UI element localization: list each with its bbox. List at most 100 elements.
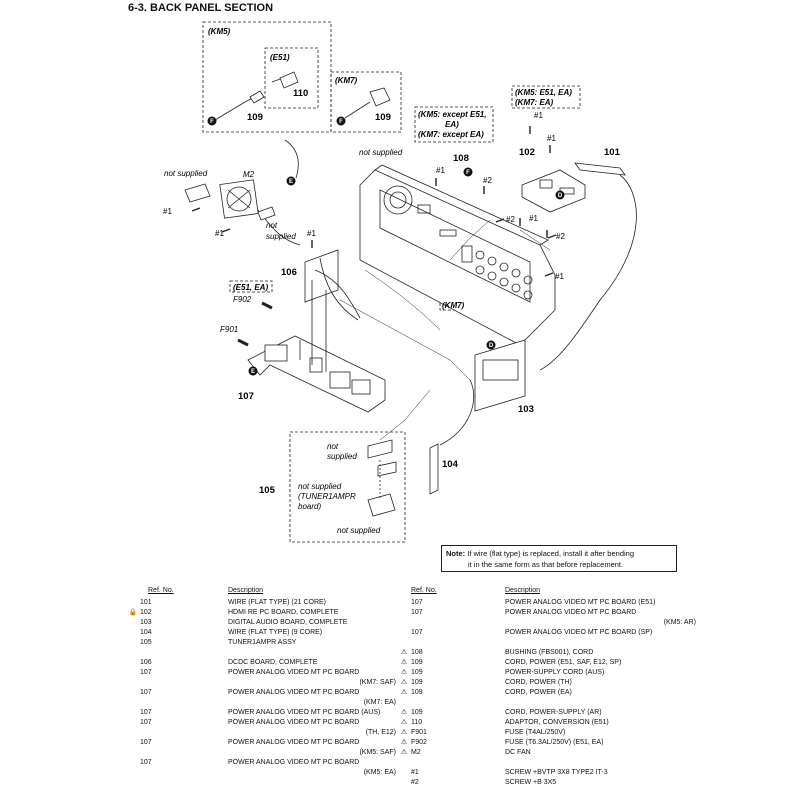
part-description-suffix: (KM5: SAF) [359, 749, 396, 756]
callout-106: 106 [281, 267, 297, 278]
label-m2: M2 [243, 170, 255, 179]
marker-f: F [210, 119, 214, 125]
board-103 [474, 339, 526, 412]
part-description: WIRE (FLAT TYPE) (9 CORE) [228, 629, 323, 636]
part-description: FUSE (T6.3AL/250V) (E51, EA) [505, 739, 604, 746]
part-description: SCREW +B 3X5 [505, 779, 557, 786]
part-description: DC FAN [505, 749, 531, 756]
part-description: POWER ANALOG VIDEO MT PC BOARD (SP) [505, 629, 653, 636]
callout-110: 110 [293, 88, 308, 99]
part-ref: 107 [411, 599, 423, 606]
warning-icon: ⚠ [400, 709, 408, 716]
marker-f: F [466, 170, 470, 176]
part-ref: 108 [411, 649, 423, 656]
km7-box [330, 71, 402, 133]
screw-ref: #1 [215, 229, 224, 238]
part-description: CORD, POWER (EA) [505, 689, 572, 696]
back-panel [359, 169, 556, 346]
parts-row [403, 758, 696, 768]
label-km7-ea: (KM7: EA) [515, 98, 554, 107]
screw-ref: #2 [483, 176, 492, 185]
header-ref-no: Ref. No. [411, 587, 437, 594]
screw-ref: #1 [436, 166, 445, 175]
warning-icon: ⚠ [400, 649, 408, 656]
warning-icon: ⚠ [400, 689, 408, 696]
part-description: CORD, POWER (TH) [505, 679, 572, 686]
label-f901: F901 [220, 325, 238, 334]
part-ref: 102 [140, 609, 152, 616]
marker-d: D [489, 343, 494, 349]
part-ref: 109 [411, 689, 423, 696]
callout-101: 101 [604, 147, 621, 158]
warning-icon: ⚠ [400, 739, 408, 746]
part-ref: M2 [411, 749, 421, 756]
part-description-suffix: (KM5: AR) [663, 619, 696, 626]
marker-f: F [339, 119, 343, 125]
e51-ea-box [229, 280, 273, 293]
warning-icon: ⚠ [400, 679, 408, 686]
screw-ref: #1 [534, 111, 543, 120]
header-ref-no: Ref. No. [148, 587, 174, 594]
screw-ref: #1 [307, 229, 316, 238]
warning-icon: ⚠ [400, 749, 408, 756]
screw-ref: #1 [547, 134, 556, 143]
note-line1: If wire (flat type) is replaced, install… [465, 549, 634, 558]
label-not-supplied-1: not supplied [164, 169, 208, 178]
callout-109b: 109 [375, 112, 391, 123]
marker-d: D [558, 193, 563, 199]
part-ref: F901 [411, 729, 427, 736]
callout-104: 104 [442, 459, 459, 470]
callout-102: 102 [519, 147, 535, 158]
part-ref: 107 [140, 709, 152, 716]
screw-ref: #2 [506, 215, 515, 224]
callout-109a: 109 [247, 112, 263, 123]
exploded-diagram: 110 109 109 108 102 101 106 107 103 104 … [163, 21, 637, 543]
part-description: HDMI RE PC BOARD, COMPLETE [228, 609, 339, 616]
header-description: Description [505, 587, 541, 594]
wire-104 [429, 443, 439, 495]
part-description: DCDC BOARD, COMPLETE [228, 659, 318, 666]
parts-row [128, 648, 396, 658]
label-ns4b: supplied [327, 452, 357, 461]
callout-107: 107 [238, 391, 254, 402]
part-description: POWER ANALOG VIDEO MT PC BOARD [228, 719, 360, 726]
screw-ref: #1 [163, 207, 172, 216]
note-prefix: Note: [446, 549, 466, 558]
label-km7-except: (KM7: except EA) [418, 130, 484, 139]
part-ref: 104 [140, 629, 152, 636]
marker-e: E [289, 179, 293, 185]
part-ref: 110 [411, 719, 423, 726]
callout-108: 108 [453, 153, 469, 164]
part-ref: 109 [411, 659, 423, 666]
label-km5: (KM5) [208, 27, 231, 36]
part-description: POWER ANALOG VIDEO MT PC BOARD [228, 739, 360, 746]
part-ref: 107 [140, 759, 152, 766]
screw-ref: #1 [555, 272, 564, 281]
km5-except-box [414, 106, 494, 143]
part-description: TUNER1AMPR ASSY [228, 639, 297, 646]
part-description: BUSHING (FBS001), CORD [505, 649, 594, 656]
callout-103: 103 [518, 404, 534, 415]
label-ns4a: not [327, 442, 339, 451]
part-ref: 109 [411, 709, 423, 716]
warning-icon: ⚠ [400, 659, 408, 666]
label-e51: (E51) [270, 53, 290, 62]
parts-row [403, 638, 696, 648]
warning-icon: ⚠ [400, 669, 408, 676]
parts-row: 104 WIRE (FLAT TYPE) (9 CORE) [128, 628, 396, 638]
